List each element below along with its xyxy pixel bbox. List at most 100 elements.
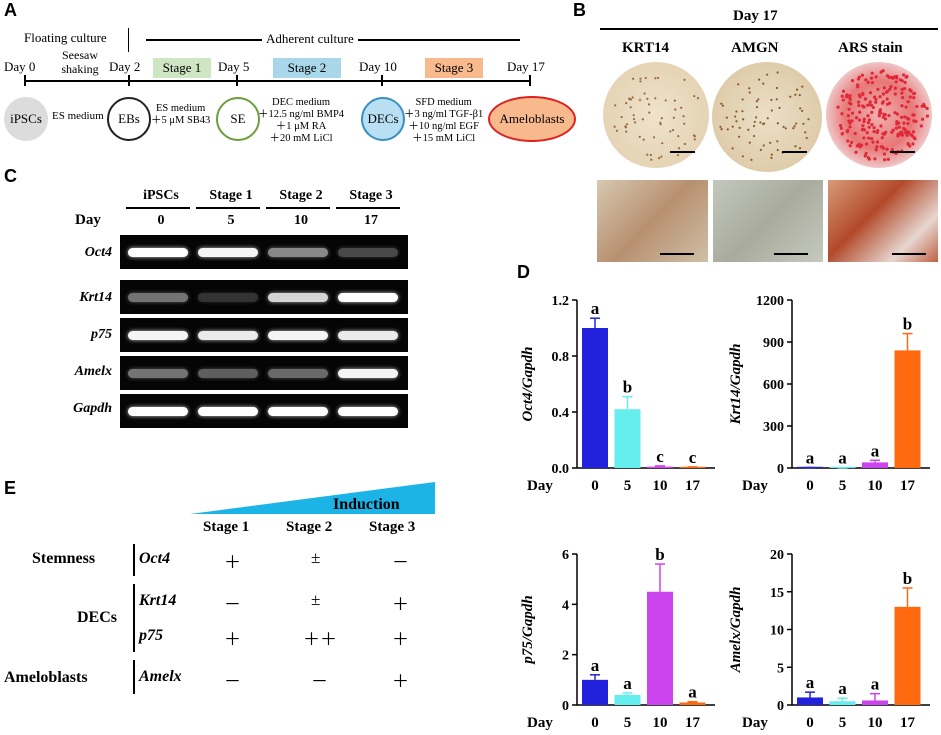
stain-dot: [885, 97, 889, 101]
stain-dot: [805, 136, 808, 140]
stain-dot: [925, 106, 929, 111]
stain-dot: [899, 130, 903, 135]
stain-dot: [890, 130, 894, 134]
p75-stage3: ＋: [392, 630, 409, 649]
stain-dot: [861, 127, 865, 131]
y-tick-label: 0: [562, 699, 569, 714]
y-axis-title: Oct4/Gapdh: [520, 347, 536, 422]
x-tick-label: 0: [591, 715, 599, 731]
stain-dot: [801, 109, 804, 113]
stain-dot: [693, 94, 696, 98]
stain-dot: [912, 91, 917, 95]
y-tick-label: 300: [763, 420, 784, 435]
y-tick-label: 0.0: [552, 462, 570, 477]
stain-dot: [912, 96, 916, 100]
stain-dot: [896, 132, 900, 136]
stain-dot: [742, 118, 745, 121]
significance-letter: a: [806, 673, 815, 692]
day17-label: Day 17: [507, 59, 545, 74]
stain-dot: [776, 140, 779, 143]
scalebar-2: [774, 253, 808, 255]
stain-dot: [841, 98, 845, 102]
stain-dot: [624, 126, 628, 129]
amelx-stage1: －: [224, 672, 241, 691]
bar: [862, 462, 888, 468]
stain-dot: [839, 126, 843, 130]
stage-2-box: Stage 2: [273, 58, 341, 78]
y-tick-label: 1.2: [552, 294, 570, 309]
gel-band: [198, 407, 258, 416]
stain-dot: [789, 95, 792, 98]
stain-dot: [907, 131, 911, 135]
seesaw-shaking-label: Seesaw shaking: [61, 48, 99, 76]
stain-dot: [865, 131, 869, 135]
x-tick-label: 0: [591, 478, 599, 494]
x-axis-title: Day: [742, 715, 768, 731]
group-ameloblasts: Ameloblasts: [4, 669, 88, 686]
bar: [829, 701, 856, 705]
scalebar-3: [892, 253, 926, 255]
stain-dot: [741, 110, 744, 113]
stain-dot: [850, 79, 855, 83]
stain-dot: [846, 114, 851, 118]
stain-dot: [914, 119, 918, 123]
stain-dot: [650, 158, 653, 161]
stain-dot: [794, 145, 797, 148]
stain-dot: [725, 116, 728, 119]
cell-ameloblasts: Ameloblasts: [488, 96, 576, 142]
gel-band: [268, 331, 328, 340]
stain-dot: [863, 154, 867, 158]
significance-letter: a: [806, 449, 815, 468]
sep-stemness: [133, 544, 135, 576]
stain-dot: [871, 105, 875, 109]
stain-dot: [870, 71, 874, 75]
x-tick-label: 5: [624, 715, 632, 731]
stain-dot: [673, 99, 676, 102]
stain-dot: [857, 103, 861, 108]
cell-se: SE: [216, 97, 260, 141]
tick-day2: [128, 75, 130, 86]
stain-dot: [906, 121, 910, 126]
gel-band: [128, 331, 188, 340]
stain-dot: [893, 111, 897, 115]
stain-dot: [770, 153, 773, 156]
stain-dot: [866, 80, 870, 84]
stain-dot: [866, 120, 870, 125]
stain-dot: [903, 80, 907, 85]
stain-dot: [793, 125, 796, 128]
sep-decs: [133, 584, 135, 652]
stain-dot: [866, 114, 870, 118]
stain-dot: [862, 119, 866, 124]
stain-dot: [902, 121, 906, 125]
gel-band: [338, 369, 398, 378]
bar: [582, 679, 608, 705]
stain-dot: [644, 76, 647, 80]
stain-dot: [919, 124, 923, 128]
stain-dot: [908, 95, 912, 99]
stain-dot: [867, 125, 871, 129]
gel-band: [128, 369, 188, 378]
gel-band: [338, 331, 398, 340]
y-axis-title: p75/Gapdh: [520, 595, 536, 665]
gene-gapdh: Gapdh: [73, 401, 112, 416]
stain-dot: [648, 111, 651, 114]
stain-dot: [776, 148, 779, 152]
stain-dot: [882, 152, 887, 156]
gel-day-5: 5: [227, 213, 235, 228]
stain-dot: [682, 115, 685, 118]
stain-dot: [659, 121, 662, 124]
micro-ars: [828, 180, 938, 262]
x-tick-label: 10: [868, 478, 883, 494]
y-tick-label: 5: [777, 661, 784, 676]
stain-dot: [840, 94, 844, 98]
stain-dot: [737, 83, 740, 86]
stain-dot: [870, 137, 874, 141]
stain-dot: [654, 97, 657, 100]
stain-dot: [683, 122, 686, 125]
stain-dot: [897, 125, 902, 129]
stage-3-box: Stage 3: [425, 58, 483, 78]
stain-dot: [799, 107, 802, 110]
stain-dot: [901, 95, 905, 100]
stain-dot: [856, 77, 860, 81]
group-stemness: Stemness: [32, 550, 96, 567]
